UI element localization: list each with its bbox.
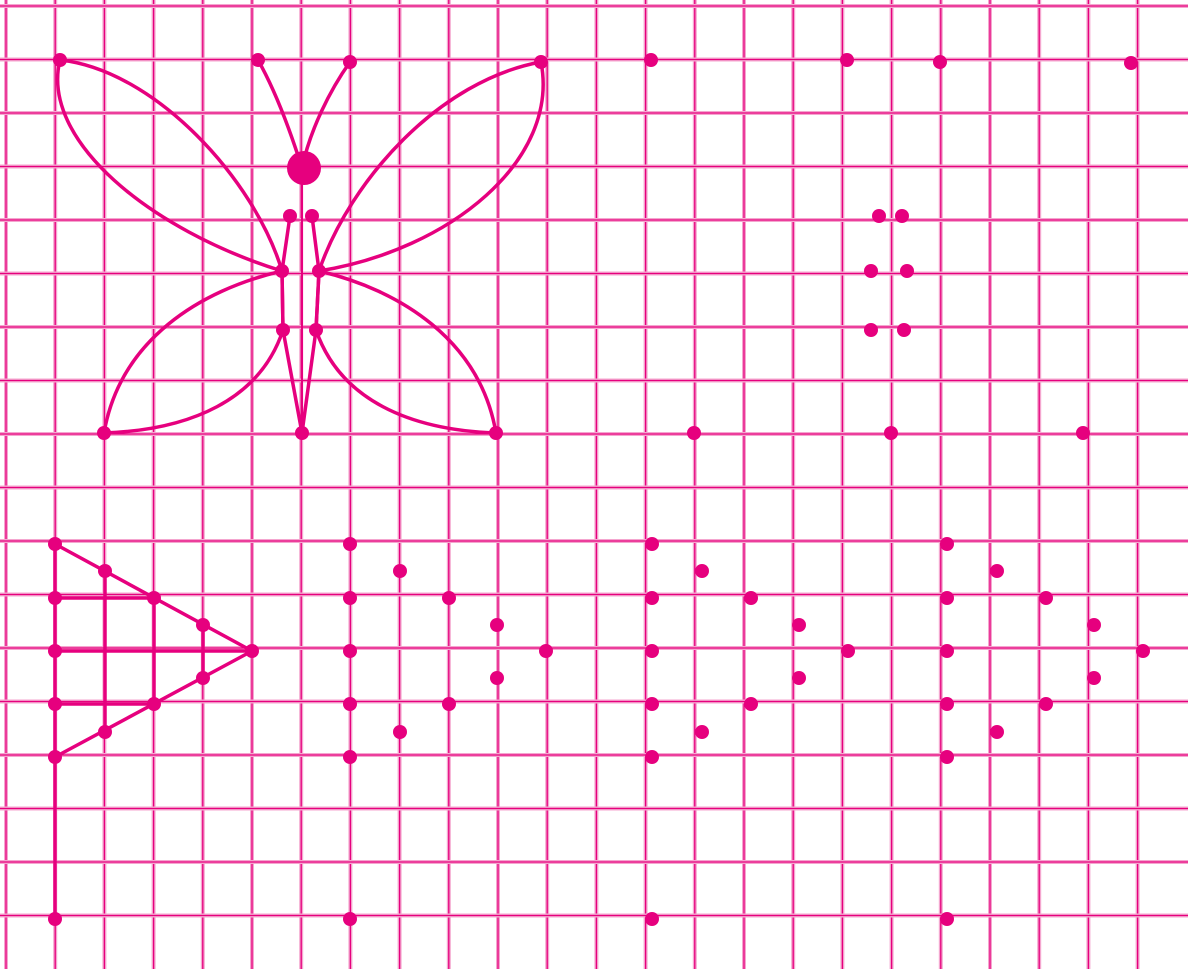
butterfly-dot xyxy=(343,55,357,69)
flag-dot xyxy=(940,697,954,711)
flag-dot xyxy=(48,591,62,605)
butterfly-dot xyxy=(872,209,886,223)
flag-dot xyxy=(940,644,954,658)
flag-dot xyxy=(940,750,954,764)
butterfly-dot xyxy=(283,209,297,223)
flag-dot xyxy=(393,725,407,739)
flag-dot xyxy=(645,750,659,764)
flag-dot xyxy=(98,564,112,578)
flag-dot xyxy=(48,537,62,551)
butterfly-dot xyxy=(644,53,658,67)
butterfly-head-dot xyxy=(287,151,321,185)
butterfly-dot xyxy=(276,323,290,337)
butterfly-dot xyxy=(534,55,548,69)
butterfly-dot xyxy=(295,426,309,440)
butterfly-dot xyxy=(97,426,111,440)
butterfly-dot xyxy=(864,323,878,337)
butterfly-dot xyxy=(305,209,319,223)
flag-dot xyxy=(1136,644,1150,658)
butterfly-dot xyxy=(933,55,947,69)
butterfly-dot xyxy=(884,426,898,440)
flag-dot xyxy=(196,671,210,685)
flag-dot xyxy=(147,591,161,605)
butterfly-dot xyxy=(687,426,701,440)
butterfly-dot xyxy=(1076,426,1090,440)
flag-dot xyxy=(841,644,855,658)
flag-dot xyxy=(196,618,210,632)
flag-dot xyxy=(792,671,806,685)
flag-dot xyxy=(695,564,709,578)
flag-dot xyxy=(1087,671,1101,685)
flag-dot xyxy=(695,725,709,739)
flag-dot xyxy=(744,591,758,605)
butterfly-dot xyxy=(53,53,67,67)
butterfly-dot xyxy=(840,53,854,67)
butterfly-dot xyxy=(897,323,911,337)
butterfly-dot xyxy=(864,264,878,278)
flag-dot xyxy=(744,697,758,711)
butterfly-dot xyxy=(489,426,503,440)
flag-dot xyxy=(990,725,1004,739)
flag-dot xyxy=(245,644,259,658)
flag-dot xyxy=(343,912,357,926)
flag-dot xyxy=(1039,591,1053,605)
flag-dot xyxy=(490,671,504,685)
flag-dot xyxy=(343,750,357,764)
flag-dot xyxy=(48,644,62,658)
butterfly-dot xyxy=(1124,56,1138,70)
flag-dot xyxy=(48,912,62,926)
flag-dot xyxy=(48,750,62,764)
flag-dot xyxy=(539,644,553,658)
flag-dot xyxy=(147,697,161,711)
flag-dot xyxy=(1087,618,1101,632)
butterfly-dot xyxy=(251,53,265,67)
flag-dot xyxy=(442,591,456,605)
flag-dot xyxy=(98,725,112,739)
flag-dot xyxy=(343,697,357,711)
butterfly-dot xyxy=(900,264,914,278)
butterfly-dot xyxy=(895,209,909,223)
flag-dot xyxy=(645,591,659,605)
flag-dot xyxy=(645,537,659,551)
flag-dot xyxy=(393,564,407,578)
flag-dot xyxy=(990,564,1004,578)
flag-dot xyxy=(442,697,456,711)
flag-dot xyxy=(645,912,659,926)
flag-dot xyxy=(343,591,357,605)
flag-dot xyxy=(940,591,954,605)
flag-dot xyxy=(343,537,357,551)
flag-dot xyxy=(645,697,659,711)
flag-dot xyxy=(48,697,62,711)
flag-dot xyxy=(490,618,504,632)
flag-dot xyxy=(940,537,954,551)
butterfly-dot xyxy=(309,323,323,337)
butterfly-dot xyxy=(312,264,326,278)
flag-dot xyxy=(343,644,357,658)
butterfly-dot xyxy=(275,264,289,278)
flag-dot xyxy=(792,618,806,632)
flag-dot xyxy=(1039,697,1053,711)
flag-dot xyxy=(645,644,659,658)
flag-dot xyxy=(940,912,954,926)
